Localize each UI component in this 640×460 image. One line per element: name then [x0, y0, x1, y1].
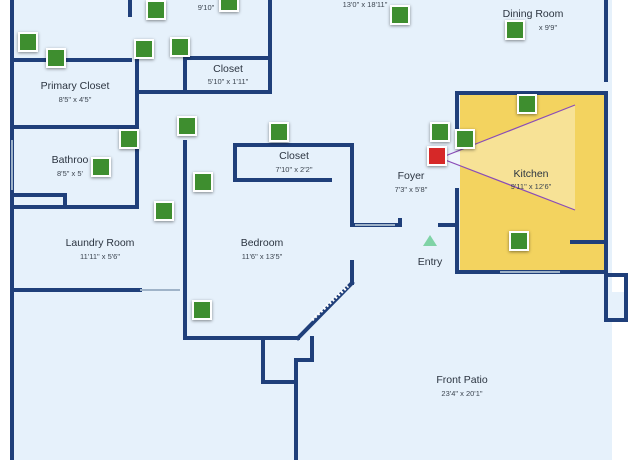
photo-marker-icon[interactable]: [193, 172, 213, 192]
front-patio-name: Front Patio: [436, 374, 488, 386]
photo-marker-icon[interactable]: [192, 300, 212, 320]
photo-marker-icon[interactable]: [430, 122, 450, 142]
view-line-bottom: [439, 157, 576, 211]
walls: [10, 0, 628, 460]
photo-marker-icon[interactable]: [455, 129, 475, 149]
current-position-icon[interactable]: [427, 146, 447, 166]
photo-marker-icon[interactable]: [390, 5, 410, 25]
entry-label: Entry: [417, 256, 443, 268]
photo-marker-icon[interactable]: [177, 116, 197, 136]
photo-marker-icon[interactable]: [509, 231, 529, 251]
primary-closet-name: Primary Closet: [40, 80, 110, 92]
bay-window: [310, 284, 350, 322]
photo-marker-icon[interactable]: [219, 0, 239, 12]
bathroom-name: Bathroo: [51, 154, 89, 166]
front-patio-dim: 23'4" x 20'1": [441, 389, 483, 398]
bedroom-dim: 11'6" x 13'5": [241, 252, 283, 261]
doorways: [11, 140, 560, 291]
kitchen-name: Kitchen: [513, 168, 549, 180]
photo-marker-icon[interactable]: [119, 129, 139, 149]
photo-marker-icon[interactable]: [146, 0, 166, 20]
closet-top-name: Closet: [213, 63, 243, 75]
photo-marker-icon[interactable]: [18, 32, 38, 52]
closet-mid-name: Closet: [279, 150, 309, 162]
bathroom-dim: 8'5" x 5': [57, 169, 83, 178]
closet-top-dim: 5'10" x 1'11": [207, 77, 249, 86]
photo-marker-icon[interactable]: [170, 37, 190, 57]
closet-mid-dim: 7'10" x 2'2": [275, 165, 313, 174]
view-line-top: [439, 104, 576, 159]
primary-closet-dim: 8'5" x 4'5": [58, 95, 92, 104]
laundry-room-dim: 11'11" x 5'6": [79, 252, 121, 261]
great-room-dim: 13'0" x 18'11": [342, 0, 388, 9]
laundry-room-name: Laundry Room: [65, 237, 135, 249]
view-cone: [440, 105, 575, 210]
bedroom-name: Bedroom: [240, 237, 284, 249]
photo-marker-icon[interactable]: [517, 94, 537, 114]
top-left-room-dim: 9'10": [197, 3, 215, 12]
photo-marker-icon[interactable]: [154, 201, 174, 221]
photo-marker-icon[interactable]: [505, 20, 525, 40]
entry-triangle-icon: [423, 235, 437, 246]
photo-marker-icon[interactable]: [91, 157, 111, 177]
dining-room-dim: x 9'9": [538, 23, 558, 32]
photo-marker-icon[interactable]: [269, 122, 289, 142]
photo-marker-icon[interactable]: [134, 39, 154, 59]
foyer-name: Foyer: [397, 170, 425, 182]
foyer-dim: 7'3" x 5'8": [394, 185, 428, 194]
photo-marker-icon[interactable]: [46, 48, 66, 68]
dining-room-name: Dining Room: [502, 8, 564, 20]
kitchen-dim: 9'11" x 12'6": [510, 182, 552, 191]
